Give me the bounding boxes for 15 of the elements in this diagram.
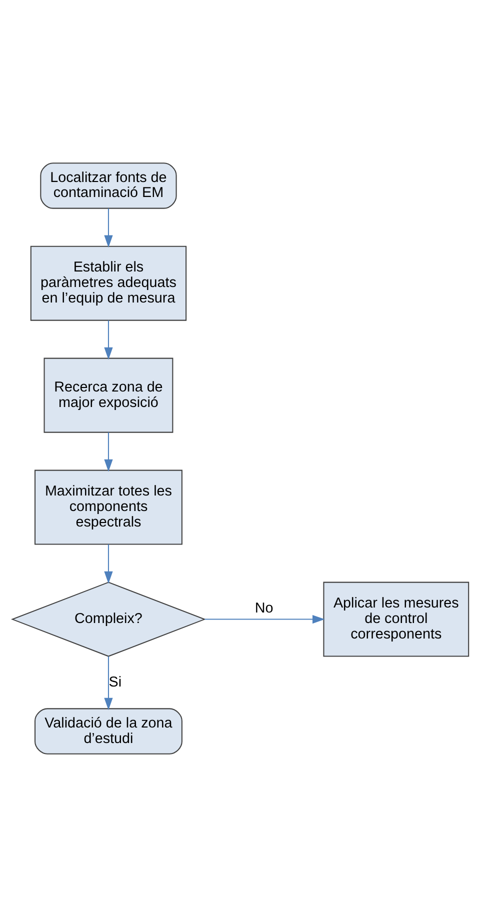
node-box: Recerca zona de major exposició	[44, 357, 174, 432]
arrow	[104, 208, 113, 248]
arrow	[104, 432, 113, 472]
node-diamond: Compleix?	[10, 581, 206, 656]
node-box: Aplicar les mesures de control corresponents	[323, 581, 470, 656]
arrow	[104, 544, 113, 584]
node-box: Establir els paràmetres adequats en l’equip de mesura	[30, 245, 187, 320]
node-box: Maximitzar totes les components espectrals	[34, 469, 182, 544]
node-box: Localitzar fonts de contaminació EM	[40, 162, 177, 208]
arrow	[104, 320, 113, 360]
edge-label: Si	[108, 674, 122, 690]
arrow	[204, 614, 325, 624]
node-box: Validació de la zona d’estudi	[34, 708, 182, 754]
edge-label: No	[254, 600, 274, 616]
arrow	[104, 656, 113, 710]
